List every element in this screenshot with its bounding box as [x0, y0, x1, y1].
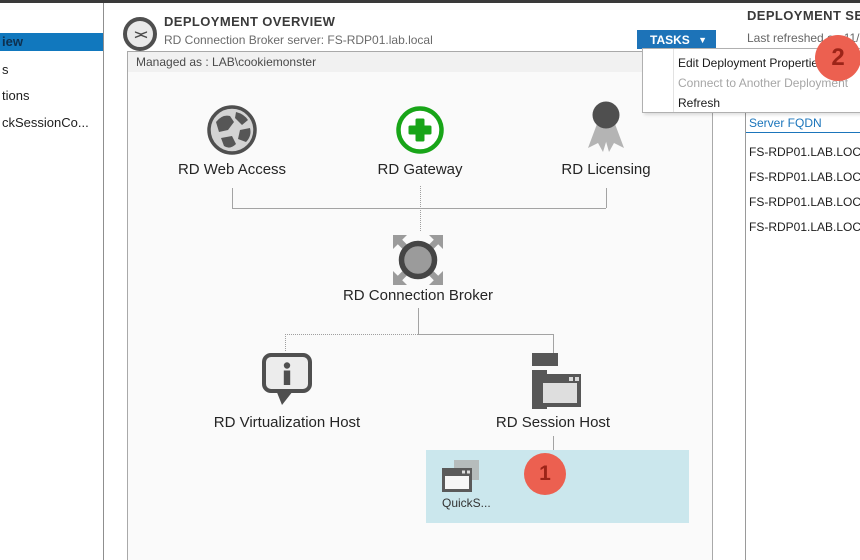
- menu-item-connect-another-deployment[interactable]: Connect to Another Deployment: [678, 76, 849, 90]
- broker-arrows-icon: [393, 235, 443, 285]
- annotation-badge-1: 1: [524, 453, 566, 495]
- rd-connection-broker-label: RD Connection Broker: [342, 287, 494, 304]
- rd-session-host-icon[interactable]: [529, 353, 581, 414]
- connector: [418, 334, 553, 335]
- sidebar-item-overview[interactable]: iew: [0, 33, 103, 51]
- menu-item-edit-deployment-properties[interactable]: Edit Deployment Properties: [678, 56, 825, 70]
- rd-gateway-icon[interactable]: [394, 104, 446, 161]
- connector: [418, 308, 419, 334]
- rd-session-host-label: RD Session Host: [495, 414, 611, 431]
- rd-virtualization-host-label: RD Virtualization Host: [213, 414, 361, 431]
- globe-icon: [207, 105, 257, 155]
- connector: [553, 334, 554, 355]
- tasks-button-label: TASKS: [650, 32, 690, 47]
- rd-virtualization-host-icon[interactable]: [259, 350, 315, 413]
- rd-web-access-label: RD Web Access: [177, 161, 287, 178]
- column-header-underline: [746, 132, 860, 133]
- rd-connection-broker-icon[interactable]: [386, 228, 450, 297]
- sidebar-item-collections[interactable]: tions: [2, 88, 30, 103]
- connector: [232, 188, 233, 208]
- server-row[interactable]: FS-RDP01.LAB.LOCAL: [749, 195, 860, 209]
- servers-table-border: [745, 112, 746, 560]
- deployment-servers-title: DEPLOYMENT SERVERS: [747, 8, 860, 23]
- rd-web-access-icon[interactable]: [206, 104, 258, 161]
- server-window-icon: [532, 353, 581, 409]
- collection-windows-icon: [442, 460, 482, 499]
- annotation-badge-2: 2: [815, 35, 860, 81]
- sidebar: iew s tions ckSessionCo...: [0, 3, 104, 560]
- info-bubble-icon: [262, 353, 312, 405]
- page-subtitle: RD Connection Broker server: FS-RDP01.la…: [164, 33, 433, 47]
- medal-icon: [588, 101, 624, 152]
- menu-gutter: [673, 49, 674, 112]
- rd-licensing-label: RD Licensing: [561, 161, 651, 178]
- rd-gateway-label: RD Gateway: [377, 161, 463, 178]
- connector: [553, 436, 554, 450]
- rd-licensing-icon[interactable]: [582, 100, 630, 163]
- managed-as-bar: Managed as : LAB\cookiemonster: [128, 52, 712, 72]
- menu-item-refresh[interactable]: Refresh: [678, 96, 721, 110]
- rds-logo-icon: ><: [123, 17, 157, 51]
- window-top-strip: [0, 0, 860, 3]
- page-title: DEPLOYMENT OVERVIEW: [164, 14, 336, 29]
- connector: [232, 208, 606, 209]
- add-circle-icon: [396, 106, 444, 154]
- server-fqdn-column-header[interactable]: Server FQDN: [749, 116, 822, 130]
- chevron-down-icon: ▼: [698, 34, 707, 45]
- tasks-button[interactable]: TASKS ▼: [637, 30, 716, 49]
- connector: [606, 188, 607, 208]
- collection-tile-label: QuickS...: [442, 496, 491, 510]
- server-row[interactable]: FS-RDP01.LAB.LOCAL: [749, 220, 860, 234]
- connector-dotted: [285, 334, 418, 335]
- server-row[interactable]: FS-RDP01.LAB.LOCAL: [749, 170, 860, 184]
- connector-dotted: [285, 334, 286, 351]
- sidebar-item-quicksessioncollection[interactable]: ckSessionCo...: [2, 115, 89, 130]
- server-row[interactable]: FS-RDP01.LAB.LOCAL: [749, 145, 860, 159]
- sidebar-item-servers[interactable]: s: [2, 62, 9, 77]
